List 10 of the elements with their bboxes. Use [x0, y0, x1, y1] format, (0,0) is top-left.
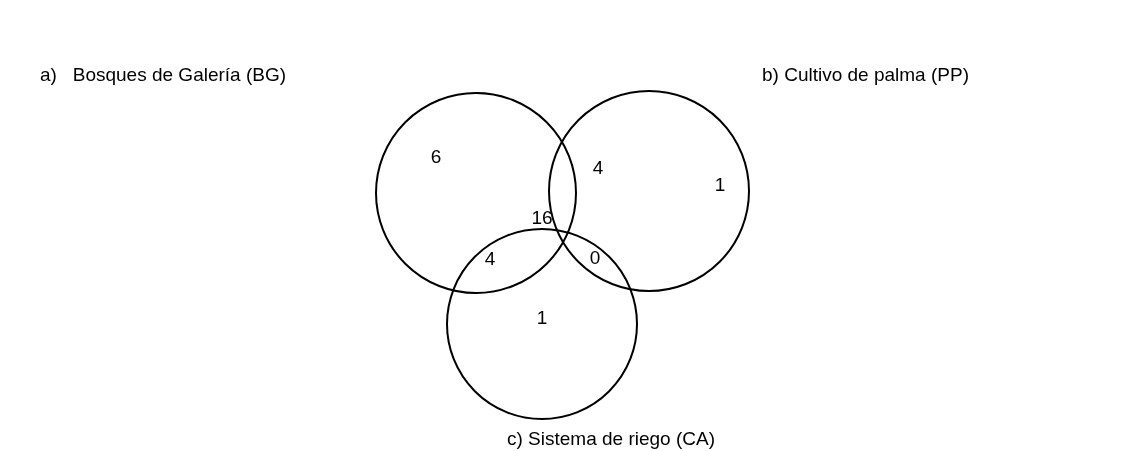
- set-label: a) Bosques de Galería (BG): [40, 64, 287, 86]
- set-label: c) Sistema de riego (CA): [507, 428, 715, 450]
- region-count: 4: [592, 157, 604, 179]
- region-count: 4: [484, 248, 496, 270]
- region-count: 6: [430, 146, 442, 168]
- region-count: 1: [536, 307, 548, 329]
- region-count: 1: [714, 174, 726, 196]
- region-count: 16: [531, 207, 553, 229]
- region-count: 0: [589, 247, 601, 269]
- set-label: b) Cultivo de palma (PP): [762, 64, 969, 86]
